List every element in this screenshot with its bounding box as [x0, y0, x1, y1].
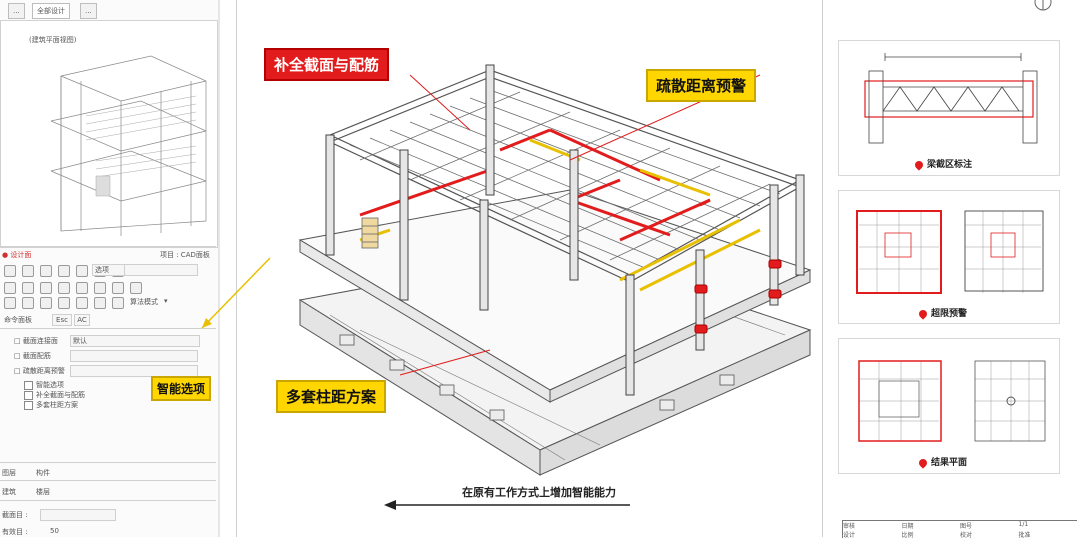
- option-label: □ 疏散距离预警: [14, 367, 65, 375]
- grid-icon[interactable]: [4, 297, 16, 309]
- card-label: 超限预警: [917, 306, 967, 320]
- title-cell: 图号: [960, 523, 973, 530]
- callout-column-spacing: 多套柱距方案: [276, 380, 387, 413]
- checkbox[interactable]: [24, 400, 33, 410]
- title-cell: 比例: [901, 532, 914, 539]
- warn-icon[interactable]: [40, 297, 52, 309]
- chevron-down-icon[interactable]: ▾: [164, 297, 168, 305]
- location-pin-icon: [917, 307, 929, 320]
- card-beam-annotation[interactable]: 梁截区标注: [838, 40, 1060, 176]
- calc-icon[interactable]: [58, 297, 70, 309]
- prop-value: 50: [50, 527, 59, 535]
- panel-splitter[interactable]: [218, 0, 220, 537]
- title-block: 审核 日期 图号 1/1 设计 比例 校对 批准: [842, 520, 1077, 539]
- option-field[interactable]: [70, 350, 198, 362]
- arrow-caption: 在原有工作方式上增加智能能力: [462, 486, 616, 499]
- location-pin-icon: [917, 456, 929, 469]
- callout-evacuation-warning: 疏散距离预警: [646, 69, 757, 102]
- title-cell: 校对: [960, 532, 973, 539]
- title-cell: 1/1: [1018, 521, 1029, 528]
- check-icon[interactable]: [130, 282, 142, 294]
- arc-icon[interactable]: [40, 265, 52, 277]
- card-label: 梁截区标注: [913, 157, 972, 171]
- move-icon[interactable]: [76, 265, 88, 277]
- wall-icon[interactable]: [76, 282, 88, 294]
- ac-button[interactable]: AC: [74, 314, 90, 326]
- algorithm-mode-label: 算法模式: [130, 298, 158, 306]
- command-tab[interactable]: 命令面板: [4, 316, 32, 324]
- prop-key: 图层: [2, 469, 16, 477]
- prop-key: 有效目 :: [2, 528, 28, 536]
- prop-value: 楼层: [36, 488, 50, 496]
- title-cell: 批准: [1018, 532, 1031, 539]
- divider: [0, 500, 216, 501]
- smart-options-arrow: [201, 257, 271, 329]
- title-cell: 审核: [843, 523, 856, 530]
- esc-button[interactable]: Esc: [52, 314, 72, 326]
- tab-0[interactable]: ...: [8, 3, 25, 19]
- toolbar-row-2: [4, 282, 142, 294]
- section-title: ● 设计面: [2, 251, 32, 259]
- result-plan-drawing: [858, 360, 1046, 442]
- layer-icon[interactable]: [22, 297, 34, 309]
- structure-3d-drawing: [298, 64, 812, 476]
- limit-plan-drawing: [856, 210, 1044, 294]
- left-arrow: [384, 500, 630, 510]
- preview-title: (建筑平面视图): [29, 36, 77, 44]
- plan-icon[interactable]: [76, 297, 88, 309]
- option-label: □ 截面连接面: [14, 337, 58, 345]
- preview-wireframe: [50, 55, 207, 236]
- check-row[interactable]: 多套柱距方案: [24, 400, 78, 410]
- rect-icon[interactable]: [58, 265, 70, 277]
- divider: [0, 246, 216, 247]
- prop-field[interactable]: [40, 509, 116, 521]
- slab-icon[interactable]: [58, 282, 70, 294]
- divider: [0, 462, 216, 463]
- card-label: 结果平面: [917, 455, 967, 469]
- beam-elevation-drawing: [864, 53, 1038, 144]
- checkbox[interactable]: [24, 380, 33, 390]
- column-icon[interactable]: [22, 282, 34, 294]
- prop-value: 构件: [36, 469, 50, 477]
- divider: [0, 328, 216, 329]
- check-row[interactable]: 智能选项: [24, 380, 64, 390]
- tab-2[interactable]: ...: [80, 3, 97, 19]
- ruler-right: [822, 0, 823, 537]
- mode-select[interactable]: [124, 264, 198, 276]
- check-label: 智能选项: [36, 381, 64, 389]
- line-icon[interactable]: [22, 265, 34, 277]
- check-label: 多套柱距方案: [36, 401, 78, 409]
- tab-1[interactable]: 全部设计: [32, 3, 70, 19]
- checkbox[interactable]: [24, 390, 33, 400]
- option-label: □ 截面配筋: [14, 352, 51, 360]
- export-icon[interactable]: [112, 297, 124, 309]
- option-field[interactable]: 默认: [70, 335, 200, 347]
- card-limit-warning[interactable]: 超限预警: [838, 190, 1060, 324]
- arrow-icon[interactable]: [4, 282, 16, 294]
- callout-beam-rebar: 补全截面与配筋: [264, 48, 390, 81]
- project-label: 项目 : CAD面板: [160, 251, 210, 259]
- ruler-left: [236, 0, 237, 537]
- title-cell: 日期: [901, 523, 914, 530]
- prop-key: 建筑: [2, 488, 16, 496]
- toolbar-row-3: 算法模式 ▾: [4, 297, 168, 309]
- card-result-plan[interactable]: 结果平面: [838, 338, 1060, 474]
- option-field[interactable]: [70, 365, 198, 377]
- north-arrow-icon: [1034, 0, 1052, 11]
- rebar-icon[interactable]: [94, 282, 106, 294]
- beam-icon[interactable]: [40, 282, 52, 294]
- check-label: 补全截面与配筋: [36, 391, 85, 399]
- prop-key: 截面目 :: [2, 511, 28, 519]
- title-cell: 设计: [843, 532, 856, 539]
- section-icon[interactable]: [94, 297, 106, 309]
- dim-icon[interactable]: [112, 282, 124, 294]
- left-panel: ... 全部设计 ... (建筑平面视图): [0, 0, 220, 537]
- callout-smart-options: 智能选项: [151, 376, 212, 401]
- check-row[interactable]: 补全截面与配筋: [24, 390, 85, 400]
- preview-viewport[interactable]: (建筑平面视图): [0, 20, 218, 248]
- divider: [0, 480, 216, 481]
- location-pin-icon: [913, 158, 925, 171]
- select-icon[interactable]: [4, 265, 16, 277]
